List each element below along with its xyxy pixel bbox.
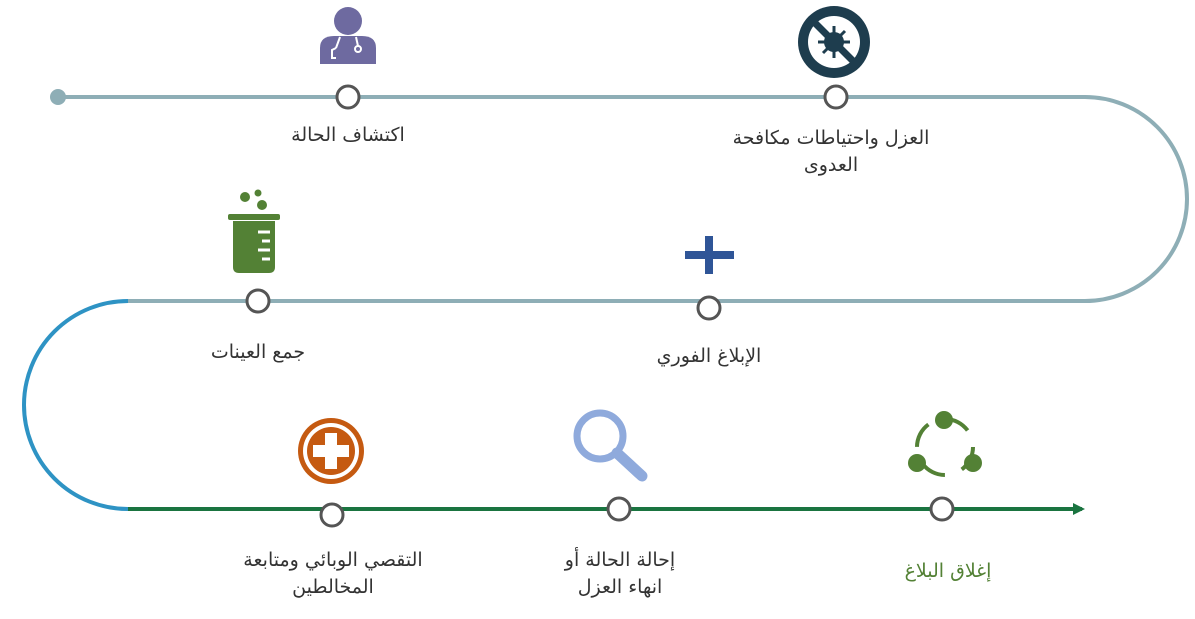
label-case-referral: إحالة الحالة أو انهاء العزل <box>520 547 720 601</box>
label-report-closure-line-1: إغلاق البلاغ <box>904 560 992 582</box>
label-isolation: العزل واحتياطات مكافحة العدوى <box>681 125 981 179</box>
upper-track <box>58 95 1189 303</box>
label-case-detection: اكتشاف الحالة <box>230 122 466 149</box>
node-immediate-reporting <box>696 295 722 321</box>
label-sample-collection-line-1: جمع العينات <box>210 341 306 363</box>
doctor-icon <box>320 7 376 64</box>
label-epidemiological-investigation-line-2: المخالطين <box>292 576 374 598</box>
label-case-detection-line-1: اكتشاف الحالة <box>291 124 405 146</box>
lab-beaker-icon <box>228 189 280 273</box>
track-start-dot <box>50 89 66 105</box>
label-case-referral-line-1: إحالة الحالة أو <box>564 549 676 571</box>
magnifier-icon <box>573 409 648 482</box>
node-report-closure <box>929 496 955 522</box>
label-isolation-line-1: العزل واحتياطات مكافحة <box>732 127 930 149</box>
label-report-closure: إغلاق البلاغ <box>830 558 1066 585</box>
medical-cross-icon <box>298 418 364 484</box>
label-case-referral-line-2: انهاء العزل <box>577 576 663 598</box>
label-immediate-reporting-line-1: الإبلاغ الفوري <box>656 345 762 367</box>
label-immediate-reporting: الإبلاغ الفوري <box>591 343 827 370</box>
cycle-icon <box>908 411 982 477</box>
node-epidemiological-investigation <box>319 502 345 528</box>
label-isolation-line-2: العدوى <box>803 154 859 176</box>
middle-curve <box>22 299 129 511</box>
node-isolation <box>823 84 849 110</box>
node-case-detection <box>335 84 361 110</box>
node-case-referral <box>606 496 632 522</box>
plus-icon <box>685 236 734 274</box>
label-epidemiological-investigation-line-1: التقصي الوبائي ومتابعة <box>243 549 423 571</box>
label-epidemiological-investigation: التقصي الوبائي ومتابعة المخالطين <box>183 547 483 601</box>
label-sample-collection: جمع العينات <box>140 339 376 366</box>
no-virus-icon <box>798 6 870 78</box>
node-sample-collection <box>245 288 271 314</box>
